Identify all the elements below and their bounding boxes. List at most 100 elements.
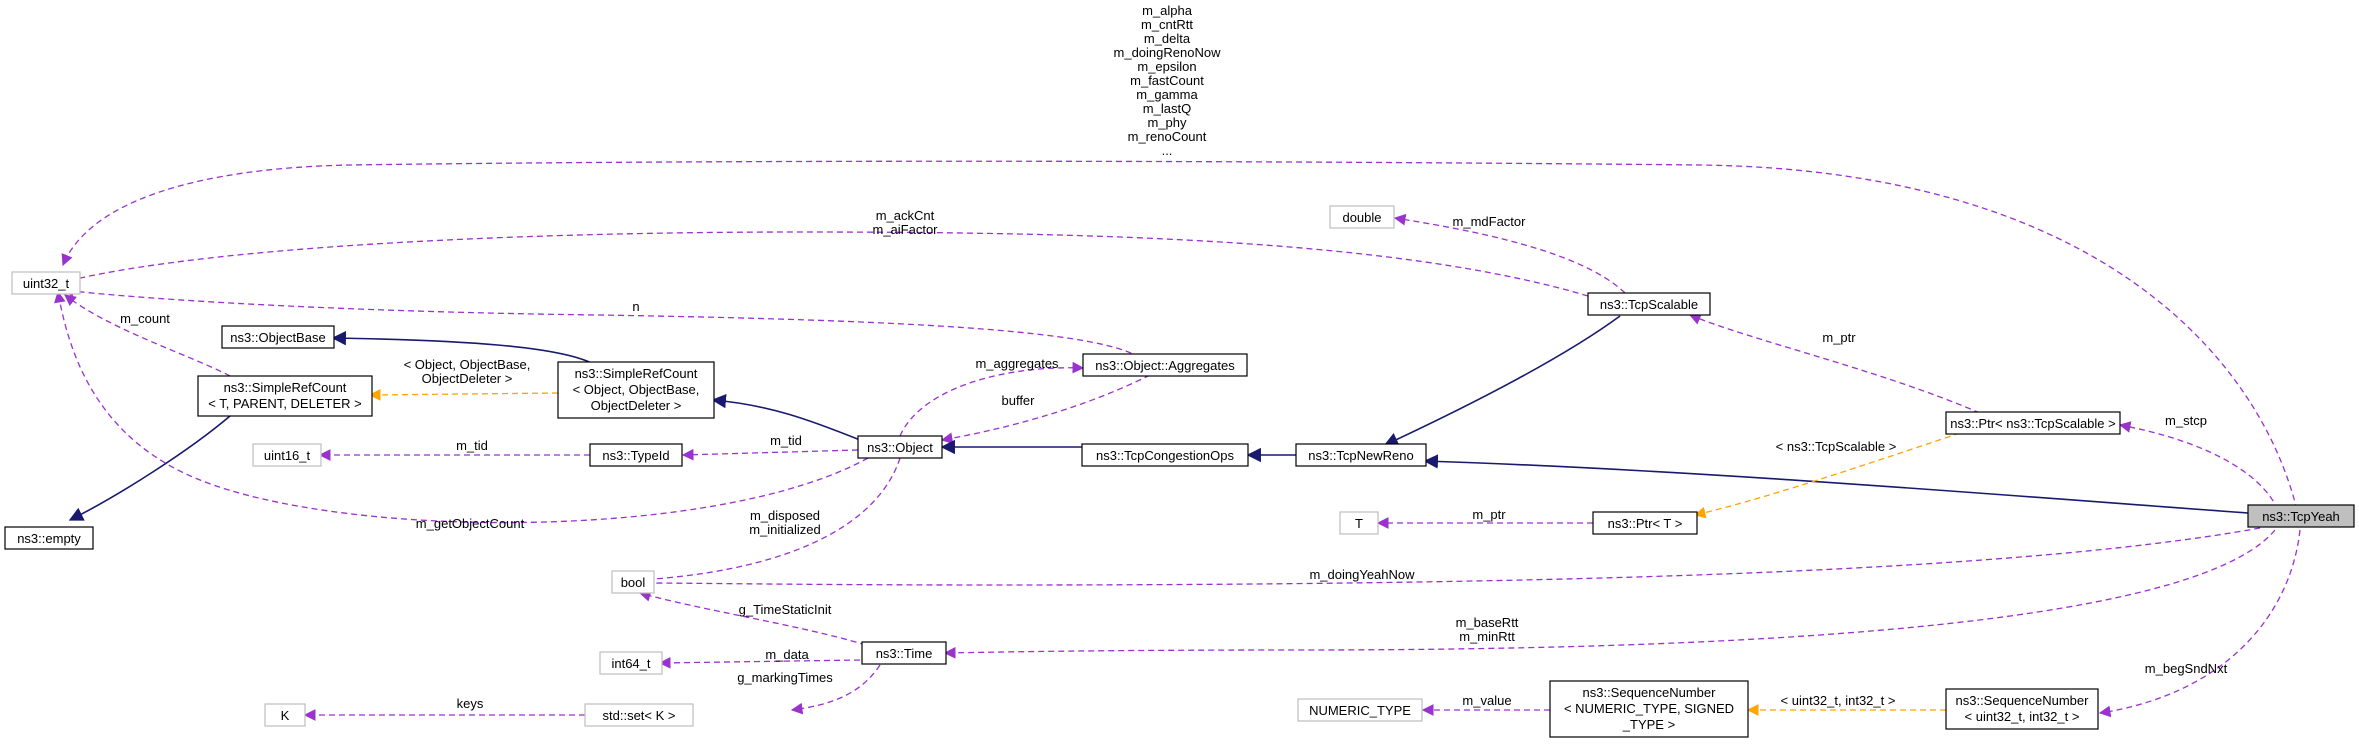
edge-label-line: m_ackCnt [876,208,935,223]
node-ns3-sequencenumber-generic[interactable]: ns3::SequenceNumber < NUMERIC_TYPE, SIGN… [1549,680,1749,738]
label-yeah-ptrscalable: m_stcp [2165,413,2207,428]
label-ptrscalable-template: < ns3::TcpScalable > [1776,439,1897,454]
label-ptrt-t: m_ptr [1472,507,1506,522]
edge-label-line: m_ptr [1472,507,1506,522]
edge-scalable-uint32 [61,231,1589,297]
node-label: < uint32_t, int32_t > [1965,709,2080,724]
label-object-typeid: m_tid [770,433,802,448]
node-ns3-tcpcongestionops[interactable]: ns3::TcpCongestionOps [1081,443,1249,467]
edge-label-line: m_tid [456,438,488,453]
edge-label-line: m_stcp [2165,413,2207,428]
edge-label-line: m_data [765,647,809,662]
edge-scalable-double [1393,213,1626,294]
node-numeric-type: NUMERIC_TYPE [1297,698,1423,722]
label-yeah-time: m_baseRtt m_minRtt [1456,615,1519,644]
edge-yeah-newreno [1423,454,2249,514]
nodes: ns3::TcpYeah uint32_t ns3::SimpleRefCoun… [4,205,2355,738]
node-ns3-object-aggregates[interactable]: ns3::Object::Aggregates [1082,353,1248,377]
label-set-k: keys [457,696,484,711]
node-label: ns3::TcpCongestionOps [1096,448,1235,463]
edges [54,160,2301,721]
label-scalable-double: m_mdFactor [1453,214,1527,229]
node-label: ns3::TcpScalable [1600,297,1698,312]
edge-yeah-ptrscalable [2118,421,2279,511]
edge-label-line: m_fastCount [1130,73,1204,88]
node-ns3-typeid[interactable]: ns3::TypeId [589,443,683,467]
node-label: < T, PARENT, DELETER > [208,396,361,411]
node-label: int64_t [611,656,650,671]
node-label: ns3::SimpleRefCount [224,380,347,395]
edge-refcount-empty [68,415,231,521]
node-ns3-time[interactable]: ns3::Time [861,641,947,665]
node-label: std::set< K > [603,708,676,723]
node-ns3-simplerefcount-t-parent-deleter[interactable]: ns3::SimpleRefCount < T, PARENT, DELETER… [197,375,373,417]
label-yeah-uint32: m_alpha m_cntRtt m_delta m_doingRenoNow … [1114,3,1222,158]
edge-label-line: m_begSndNxt [2145,661,2228,676]
edge-label-line: < uint32_t, int32_t > [1781,693,1896,708]
node-ns3-ptr-t[interactable]: ns3::Ptr< T > [1592,511,1698,535]
label-seqgen-numeric: m_value [1462,693,1511,708]
edge-label-line: m_initialized [749,522,821,537]
edge-label-line: m_renoCount [1128,129,1207,144]
edge-label-line: ... [1162,143,1173,158]
node-ns3-tcpyeah[interactable]: ns3::TcpYeah [2247,504,2355,528]
node-int64-t: int64_t [599,651,663,675]
node-label: ObjectDeleter > [591,398,682,413]
label-object-uint32: m_getObjectCount [416,516,525,531]
edge-label-line: m_tid [770,433,802,448]
label-ptrscalable-scalable: m_ptr [1822,330,1856,345]
node-uint16-t: uint16_t [252,443,322,467]
node-ns3-tcpscalable[interactable]: ns3::TcpScalable [1587,292,1711,316]
node-label: NUMERIC_TYPE [1309,703,1411,718]
node-label: T [1355,516,1363,531]
label-aggregates-object: buffer [1001,393,1035,408]
edge-label-line: < Object, ObjectBase, [404,357,531,372]
label-aggregates-uint32: n [632,299,639,314]
node-label: ns3::Ptr< ns3::TcpScalable > [1950,416,2115,431]
node-label: ns3::SequenceNumber [1583,685,1717,700]
node-std-set-k: std::set< K > [584,703,694,727]
edge-label-line: m_getObjectCount [416,516,525,531]
node-ns3-object[interactable]: ns3::Object [857,435,943,459]
label-object-aggregates: m_aggregates [975,356,1059,371]
edge-label-line: m_lastQ [1143,101,1191,116]
node-label: ns3::Ptr< T > [1608,516,1683,531]
edge-aggregates-object [940,374,1151,444]
edge-label-line: m_phy [1147,115,1187,130]
edge-object-typeid [681,448,859,461]
node-ns3-objectbase[interactable]: ns3::ObjectBase [221,325,335,349]
edge-label-line: m_doingYeahNow [1309,567,1415,582]
edge-refcount-uint32 [64,294,231,377]
edge-labels: m_alpha m_cntRtt m_delta m_doingRenoNow … [120,3,2228,711]
edge-object-uint32 [54,290,869,524]
node-uint32-t: uint32_t [11,271,81,295]
edge-label-line: keys [457,696,484,711]
edge-label-line: buffer [1001,393,1035,408]
label-refcount-uint32: m_count [120,311,170,326]
edge-label-line: m_baseRtt [1456,615,1519,630]
edge-object-refcountobj [711,393,861,441]
node-label: ns3::Object [867,440,933,455]
node-ns3-simplerefcount-object[interactable]: ns3::SimpleRefCount < Object, ObjectBase… [557,361,715,419]
label-scalable-uint32: m_ackCnt m_aiFactor [872,208,938,237]
edge-time-set [790,664,881,715]
edge-ptrscalable-ptrt [1693,432,1961,519]
edge-label-line: m_gamma [1136,87,1198,102]
edge-yeah-time [943,529,2276,659]
node-label: double [1342,210,1381,225]
node-label: < NUMERIC_TYPE, SIGNED [1564,701,1734,716]
edge-scalable-newreno [1383,315,1621,447]
node-ns3-empty[interactable]: ns3::empty [4,526,94,550]
label-yeah-bool: m_doingYeahNow [1309,567,1415,582]
edge-label-line: g_markingTimes [737,670,833,685]
edge-label-line: m_value [1462,693,1511,708]
label-object-bool: m_disposed m_initialized [749,508,821,537]
edge-label-line: m_count [120,311,170,326]
node-ns3-sequencenumber-uint32[interactable]: ns3::SequenceNumber < uint32_t, int32_t … [1945,688,2099,730]
edge-refcount-obj-objectbase [331,331,601,369]
node-label: ns3::ObjectBase [230,330,325,345]
node-ns3-ptr-tcpscalable[interactable]: ns3::Ptr< ns3::TcpScalable > [1945,411,2121,435]
node-ns3-tcpnewreno[interactable]: ns3::TcpNewReno [1295,443,1427,467]
node-bool: bool [611,570,655,594]
